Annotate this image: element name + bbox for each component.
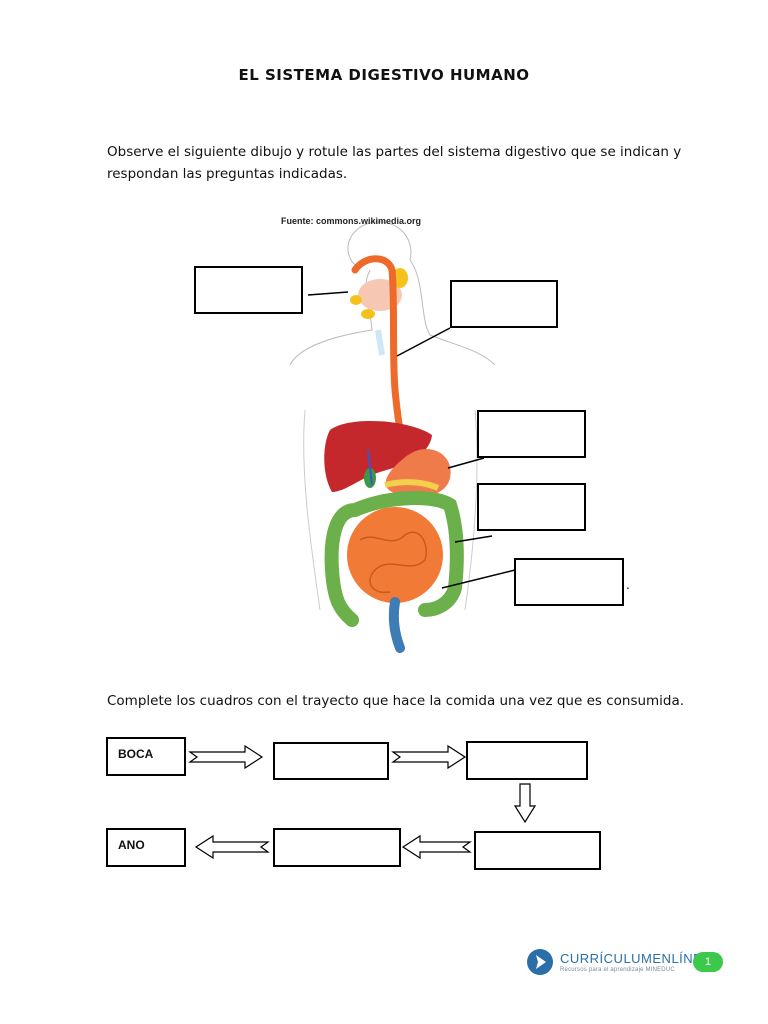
digestive-system-illustration (289, 221, 516, 653)
flow-box-2[interactable] (273, 742, 389, 780)
large-intestine (324, 491, 464, 627)
brand-name: CURRÍCULUMENLÍNEA (560, 951, 712, 966)
label-box-large-intestine[interactable] (514, 558, 624, 606)
arrow-right-icon (188, 744, 264, 770)
arrow-down-icon (513, 783, 537, 824)
small-intestine (347, 507, 443, 603)
page-title: EL SISTEMA DIGESTIVO HUMANO (238, 66, 530, 84)
flow-instruction-text: Complete los cuadros con el trayecto que… (107, 693, 685, 709)
flow-box-5[interactable] (273, 828, 401, 867)
flow-box-end: ANO (106, 828, 186, 867)
body-outline (347, 221, 496, 366)
flow-box-start: BOCA (106, 737, 186, 776)
page-number-badge: 1 (693, 952, 723, 972)
curriculum-logo-icon (527, 949, 553, 975)
label-dot: . (626, 578, 630, 592)
label-box-mouth[interactable] (194, 266, 303, 314)
flow-arrows (188, 744, 537, 860)
arrow-left-icon (194, 834, 270, 860)
arrow-left-icon (401, 834, 472, 860)
figure-source: Fuente: commons.wikimedia.org (281, 216, 422, 226)
liver (324, 420, 432, 492)
arrow-right-icon (391, 744, 467, 770)
flow-box-3[interactable] (466, 741, 588, 780)
rectum (388, 597, 405, 653)
label-box-small-intestine[interactable] (477, 483, 586, 531)
label-box-esophagus[interactable] (450, 280, 558, 328)
label-box-stomach[interactable] (477, 410, 586, 458)
flow-box-4[interactable] (474, 831, 601, 870)
instruction-text: Observe el siguiente dibujo y rotule las… (107, 144, 682, 182)
brand-subtitle: Recursos para el aprendizaje MINEDUC (560, 967, 675, 973)
